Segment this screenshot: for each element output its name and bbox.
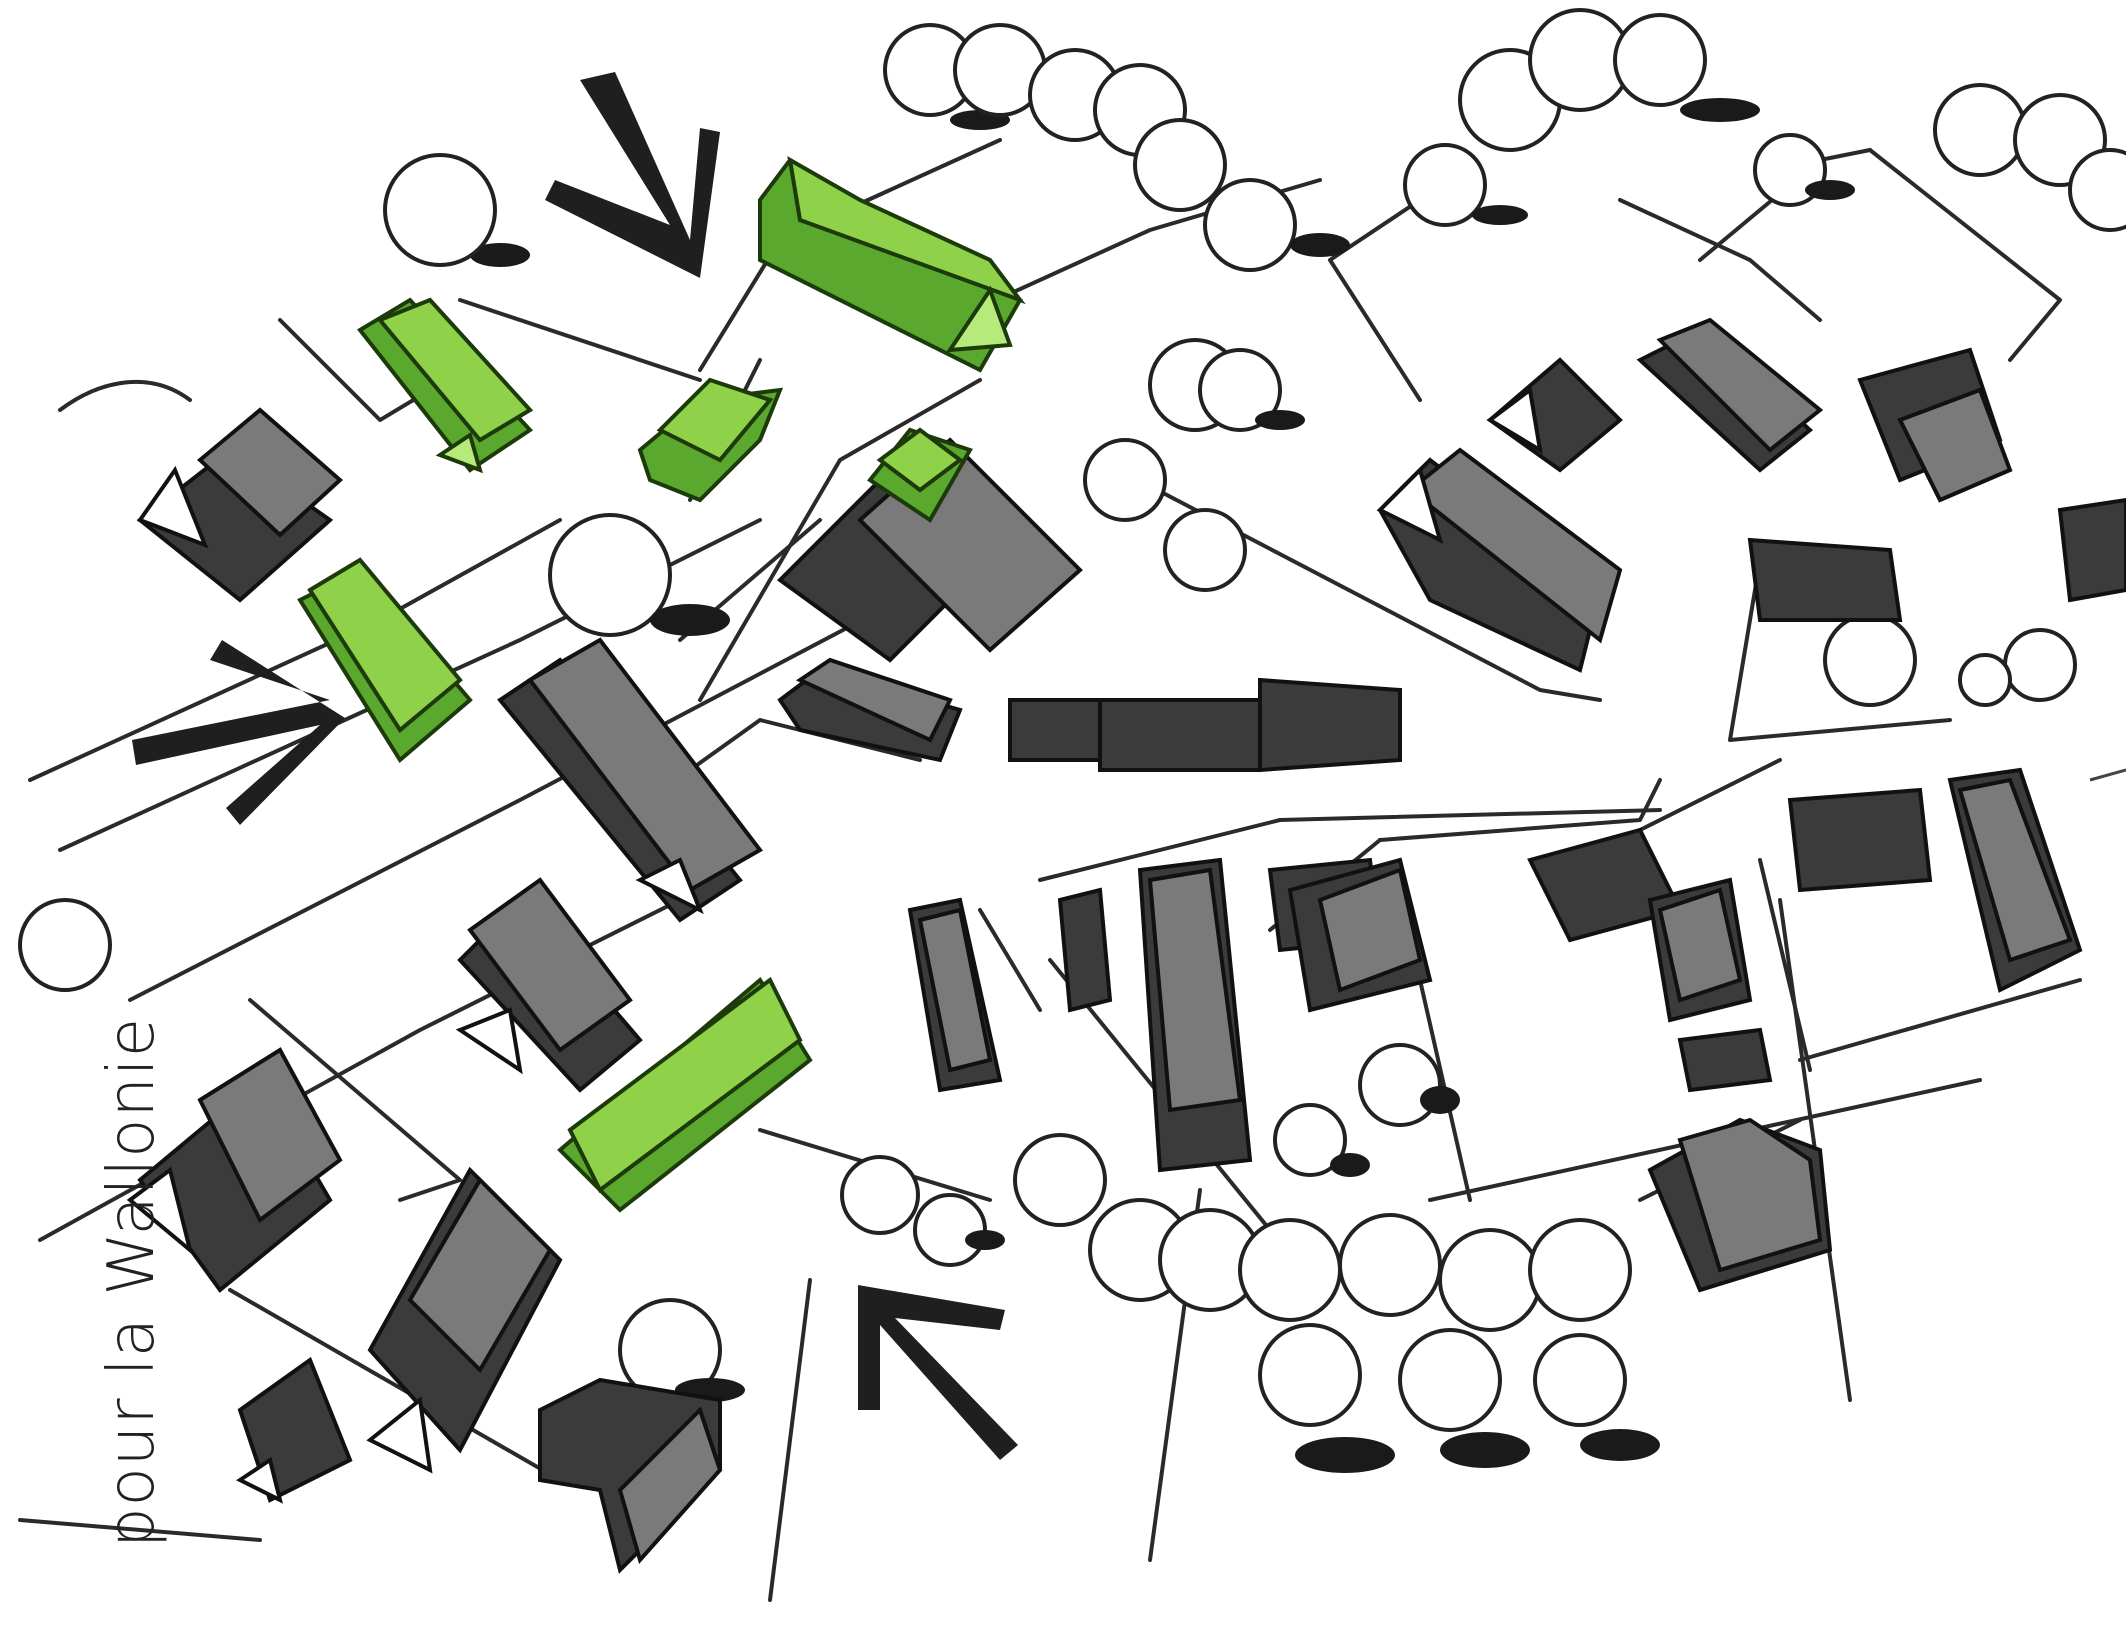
existing-building [236,1356,353,1504]
tree [840,1155,1005,1267]
highlighted-buildings [297,156,1026,1213]
arrows [132,72,1018,1460]
tree [1273,1103,1370,1177]
existing-building [538,1377,723,1574]
existing-building [136,407,343,603]
highlighted-building [867,427,973,523]
existing-building [1137,857,1253,1173]
highlighted-building [297,557,473,764]
arrow-icon [545,72,720,278]
existing-building [1647,1117,1833,1293]
tree [1753,133,1855,207]
existing-building [1486,357,1623,473]
existing-building [1647,877,1753,1023]
existing-building [1008,677,1402,773]
arrow-icon [858,1285,1018,1460]
arrow-icon [132,640,345,825]
existing-building [907,897,1003,1093]
tree [1148,338,1305,432]
existing-building [1787,787,1933,893]
existing-building [1857,347,2013,503]
tree [883,23,1047,130]
tree [1083,438,1247,592]
tree [1458,8,1760,152]
tree [1258,1323,1660,1473]
existing-building [366,1166,563,1474]
tree [18,898,112,992]
tree [383,153,530,267]
tree [1013,1133,1632,1332]
trees [18,8,2126,1473]
existing-building [777,657,963,763]
tree [1358,1043,1460,1127]
existing-buildings [126,317,2126,1574]
side-caption: pour la Wallonie [95,1016,169,1548]
existing-building [1747,537,1903,622]
existing-building [1057,887,1113,1013]
tree [1933,83,2126,232]
tree [548,513,730,637]
highlighted-building [557,976,813,1213]
existing-building [1376,447,1623,673]
existing-building [497,637,763,923]
tree [1403,143,1528,227]
tree [1823,613,1917,707]
existing-building [2057,497,2126,603]
existing-building [1636,317,1824,473]
highlighted-building [637,377,784,503]
highlighted-building [357,297,534,474]
existing-building [1287,857,1433,1013]
existing-building [126,1047,343,1293]
tree [1958,628,2077,707]
existing-building [1677,1027,1773,1093]
tree [1028,48,1350,272]
existing-building [1947,767,2083,993]
existing-building [455,877,643,1093]
highlighted-building [758,156,1026,373]
